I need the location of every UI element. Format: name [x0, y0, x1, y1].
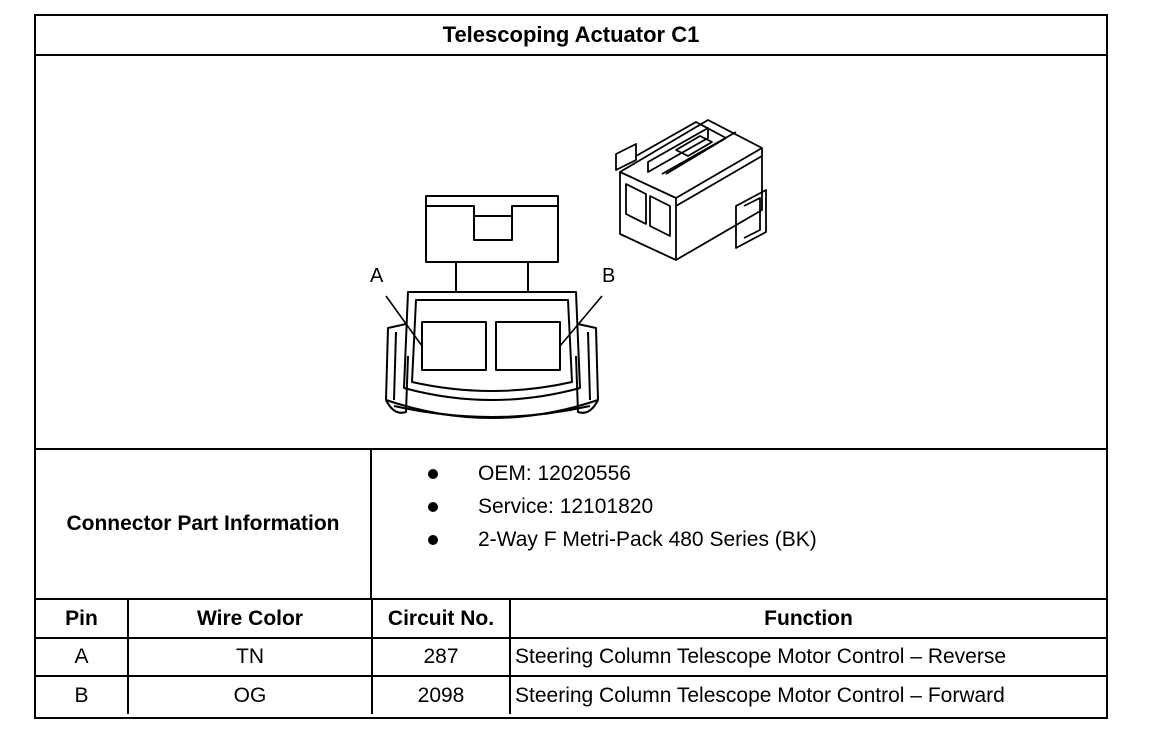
table-row: A TN 287 Steering Column Telescope Motor… — [36, 637, 1106, 677]
cell-pin: A — [36, 637, 129, 677]
bullet-icon — [428, 502, 438, 512]
header-pin: Pin — [36, 600, 129, 639]
part-service: Service: 12101820 — [478, 495, 654, 518]
cell-circuit-no: 2098 — [371, 675, 511, 714]
connector-front-view — [385, 195, 603, 419]
connector-drawing: A B — [370, 119, 767, 419]
pin-table: Pin Wire Color Circuit No. Function A TN… — [36, 600, 1106, 714]
table-row: B OG 2098 Steering Column Telescope Moto… — [36, 675, 1106, 714]
list-item: Service: 12101820 — [428, 491, 653, 523]
connector-figure: A B — [36, 56, 1106, 450]
cell-function: Steering Column Telescope Motor Control … — [509, 637, 1106, 677]
connector-part-information: Connector Part Information OEM: 12020556… — [36, 450, 1106, 600]
list-item: OEM: 12020556 — [428, 458, 631, 490]
pin-label-b: B — [602, 265, 615, 287]
header-wire-color: Wire Color — [127, 600, 373, 639]
connector-part-information-label: Connector Part Information — [36, 450, 372, 598]
cell-circuit-no: 287 — [371, 637, 511, 677]
connector-isometric-view — [615, 119, 767, 261]
pin-label-a: A — [370, 265, 384, 287]
cell-pin: B — [36, 675, 129, 714]
header-function: Function — [509, 600, 1106, 639]
table-header-row: Pin Wire Color Circuit No. Function — [36, 600, 1106, 639]
page-title: Telescoping Actuator C1 — [36, 16, 1106, 56]
cell-wire-color: TN — [127, 637, 373, 677]
cell-wire-color: OG — [127, 675, 373, 714]
part-oem: OEM: 12020556 — [478, 462, 631, 485]
connector-part-list: OEM: 12020556 Service: 12101820 2-Way F … — [372, 450, 1106, 598]
connector-table-frame: Telescoping Actuator C1 — [34, 14, 1108, 719]
header-circuit-no: Circuit No. — [371, 600, 511, 639]
bullet-icon — [428, 469, 438, 479]
list-item: 2-Way F Metri-Pack 480 Series (BK) — [428, 524, 817, 556]
bullet-icon — [428, 535, 438, 545]
cell-function: Steering Column Telescope Motor Control … — [509, 675, 1106, 714]
part-description: 2-Way F Metri-Pack 480 Series (BK) — [478, 528, 817, 551]
